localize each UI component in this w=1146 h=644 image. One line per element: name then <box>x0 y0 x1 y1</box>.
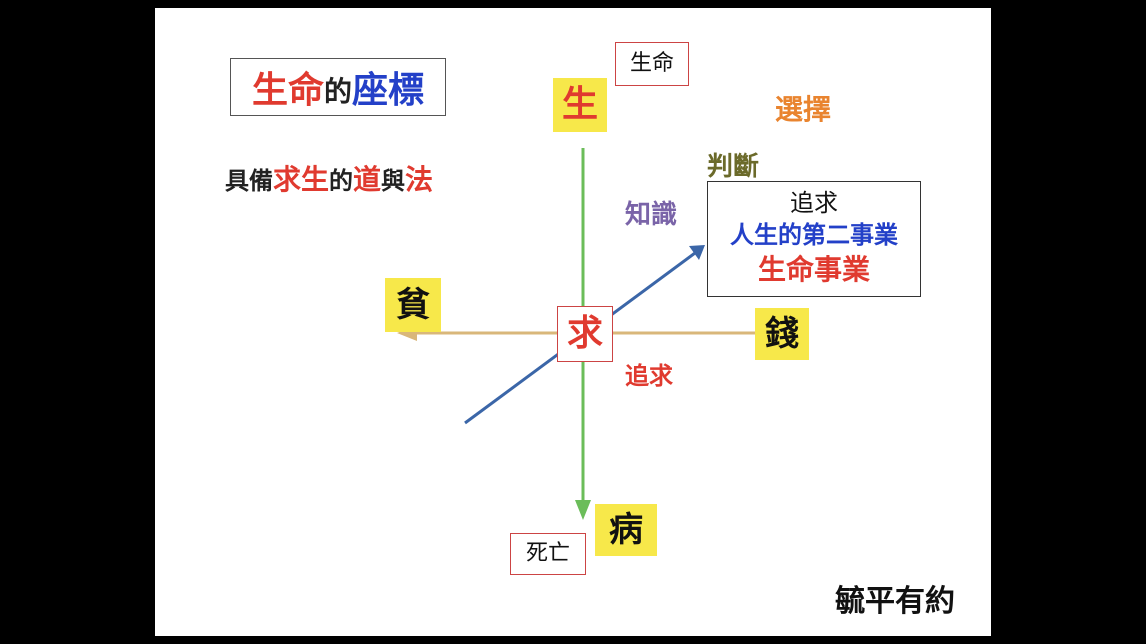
top-box-label: 生命 <box>615 42 689 86</box>
top-yellow-label: 生 <box>553 78 607 132</box>
knowledge-label: 知識 <box>625 200 678 230</box>
left-yellow-label: 貧 <box>385 278 441 332</box>
title-box: 生命 的 座標 <box>230 58 446 116</box>
bottom-box-label: 死亡 <box>510 533 586 575</box>
center-box-label: 求 <box>557 306 613 362</box>
title-part3: 座標 <box>352 70 425 111</box>
watermark: 毓平有約 <box>835 584 955 619</box>
title-part2: 的 <box>323 75 352 108</box>
goal-box: 追求 人生的第二事業 生命事業 <box>707 181 921 297</box>
goal-line3: 生命事業 <box>757 253 870 286</box>
slide: 生命 的 座標 具備求生的道與法 生 生命 選擇 判斷 知識 追求 人生的第二事… <box>155 8 991 636</box>
right-yellow-label: 錢 <box>755 308 809 360</box>
vertical-axis-arrowhead <box>575 500 591 520</box>
subtitle-part3: 的 <box>329 167 354 195</box>
diagonal-arrowhead <box>689 245 705 260</box>
subtitle-part4: 道 <box>353 163 382 196</box>
subtitle-part5: 與 <box>381 167 406 195</box>
bottom-yellow-label: 病 <box>595 504 657 556</box>
subtitle-part1: 具備 <box>225 167 273 195</box>
goal-line1: 追求 <box>790 189 838 217</box>
pursuit-label: 追求 <box>625 362 673 390</box>
title-part1: 生命 <box>251 70 324 111</box>
subtitle-part2: 求生 <box>273 163 330 196</box>
goal-line2: 人生的第二事業 <box>730 221 898 249</box>
choice-label: 選擇 <box>775 93 832 126</box>
subtitle-part6: 法 <box>405 163 434 196</box>
judgment-label: 判斷 <box>707 152 760 182</box>
subtitle: 具備求生的道與法 <box>225 158 433 198</box>
